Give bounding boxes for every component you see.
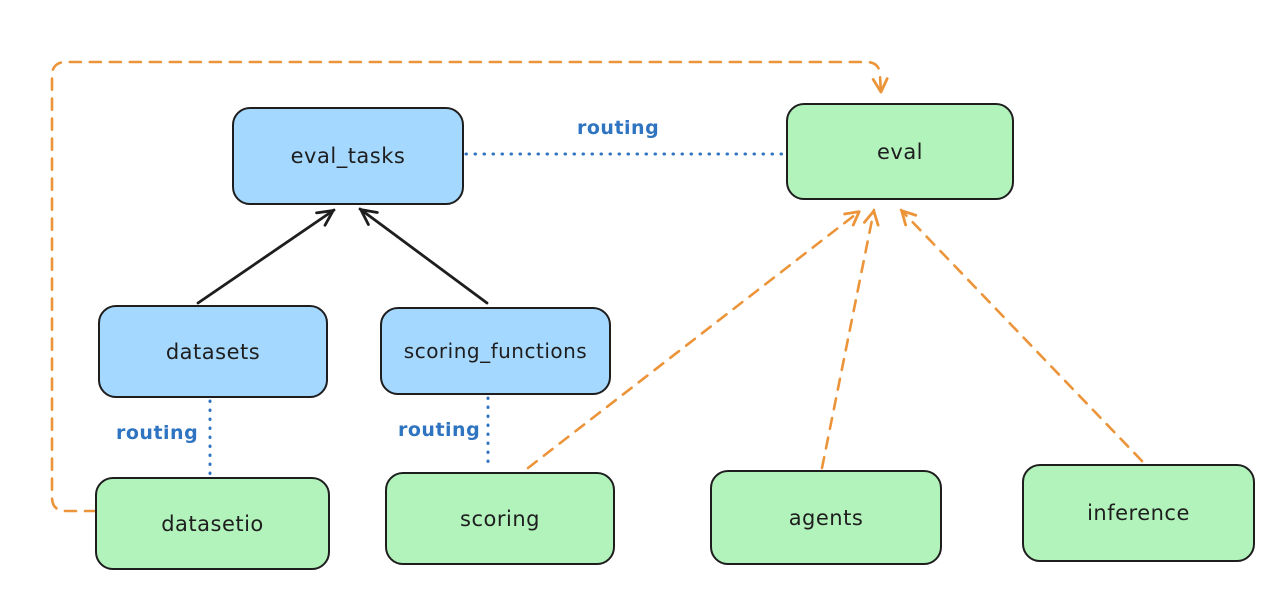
node-datasets-label: datasets bbox=[165, 339, 261, 364]
node-eval-label: eval bbox=[876, 139, 924, 164]
node-inference: inference bbox=[1022, 464, 1255, 562]
node-datasets: datasets bbox=[98, 305, 328, 398]
node-agents-label: agents bbox=[788, 505, 864, 530]
node-inference-label: inference bbox=[1087, 501, 1190, 525]
edge-label-routing-datasets-datasetio: routing bbox=[116, 422, 199, 444]
edge-label-routing-eval-tasks-eval: routing bbox=[577, 117, 660, 139]
node-scoring-functions-label: scoring_functions bbox=[403, 339, 588, 363]
node-datasetio: datasetio bbox=[95, 477, 330, 570]
node-scoring-label: scoring bbox=[460, 506, 540, 531]
edge-datasetio-eval bbox=[50, 60, 889, 513]
node-eval: eval bbox=[786, 103, 1014, 200]
node-scoring: scoring bbox=[385, 472, 615, 565]
edge-agents-eval bbox=[820, 208, 880, 470]
edge-inference-eval bbox=[899, 208, 1144, 463]
node-eval-tasks: eval_tasks bbox=[232, 107, 464, 205]
node-eval-tasks-label: eval_tasks bbox=[290, 144, 406, 168]
node-datasetio-label: datasetio bbox=[161, 511, 264, 536]
edge-datasets-eval-tasks bbox=[196, 208, 336, 305]
edge-scoring-functions-eval-tasks bbox=[358, 207, 489, 305]
edge-scoring-eval bbox=[526, 209, 862, 470]
node-agents: agents bbox=[710, 470, 942, 565]
edge-label-routing-scoring-functions-scoring: routing bbox=[398, 419, 481, 441]
node-scoring-functions: scoring_functions bbox=[380, 307, 611, 395]
